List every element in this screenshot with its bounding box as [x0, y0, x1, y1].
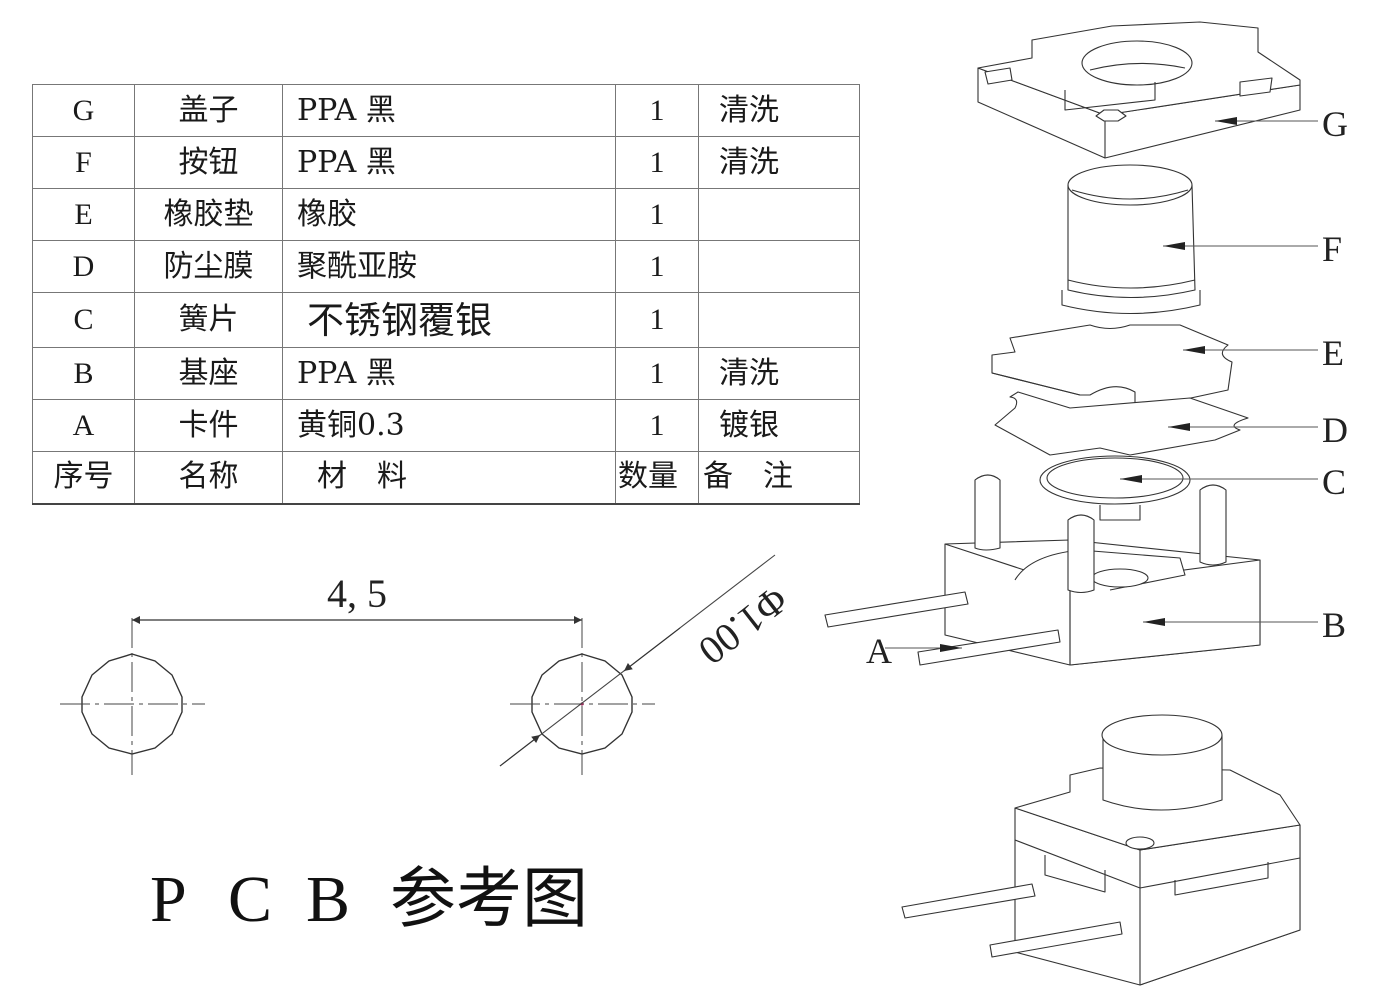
cell-qty: 1	[615, 399, 699, 452]
table-row: F 按钮 PPA 黑 1 清洗	[32, 136, 860, 189]
callout-label-g: G	[1322, 104, 1348, 144]
callout-label-f: F	[1322, 229, 1342, 269]
header-name: 名称	[134, 451, 283, 505]
callout-label-b: B	[1322, 605, 1346, 645]
table-row: C 簧片 不锈钢覆银 1	[32, 292, 860, 348]
cell-note	[698, 188, 860, 241]
cell-name: 卡件	[134, 399, 283, 452]
cell-qty: 1	[615, 240, 699, 293]
header-id: 序号	[32, 451, 135, 505]
callout-arrow-a	[940, 644, 962, 652]
cell-note: 清洗	[698, 84, 860, 137]
cell-qty: 1	[615, 84, 699, 137]
part-e-rubber-pad	[991, 324, 1233, 411]
spacing-dimension: 4, 5	[132, 571, 582, 624]
header-qty: 数量	[615, 451, 699, 505]
assembled-switch	[901, 714, 1301, 986]
callout-label-e: E	[1322, 333, 1344, 373]
cell-material: 不锈钢覆银	[282, 292, 616, 348]
header-material: 材 料	[282, 451, 616, 505]
table-row: A 卡件 黄铜0.3 1 镀银	[32, 399, 860, 452]
cell-note: 镀银	[698, 399, 860, 452]
callout-group: G F EDC B A	[866, 104, 1348, 671]
bom-table: G 盖子 PPA 黑 1 清洗 F 按钮 PPA 黑 1 清洗 E 橡胶垫 橡胶…	[32, 84, 860, 505]
part-g-cover	[977, 21, 1301, 159]
cell-name: 簧片	[134, 292, 283, 348]
table-row: E 橡胶垫 橡胶 1	[32, 188, 860, 241]
cell-material: PPA 黑	[282, 136, 616, 189]
cell-note: 清洗	[698, 136, 860, 189]
pcb-title-letter: P	[150, 863, 187, 936]
callout-arrow-g	[1215, 117, 1237, 125]
pcb-title-cn: 参考图	[390, 860, 588, 937]
cell-name: 基座	[134, 347, 283, 400]
callout-arrow-e	[1183, 346, 1205, 354]
callout-label-d: D	[1322, 410, 1348, 450]
cell-qty: 1	[615, 136, 699, 189]
callout-label-c: C	[1322, 462, 1346, 502]
cell-name: 防尘膜	[134, 240, 283, 293]
cell-id: G	[32, 84, 135, 137]
cell-qty: 1	[615, 188, 699, 241]
cell-id: D	[32, 240, 135, 293]
part-b-base	[944, 474, 1261, 666]
cell-id: E	[32, 188, 135, 241]
cell-material: 黄铜0.3	[282, 399, 616, 452]
cell-qty: 1	[615, 347, 699, 400]
table-row: D 防尘膜 聚酰亚胺 1	[32, 240, 860, 293]
part-f-button	[1061, 164, 1201, 315]
cell-note	[698, 292, 860, 348]
part-c-dome	[1039, 455, 1191, 521]
callout-arrow-b	[1143, 618, 1165, 626]
header-note: 备 注	[698, 451, 860, 505]
spacing-dimension-label: 4, 5	[327, 571, 387, 616]
table-row: G 盖子 PPA 黑 1 清洗	[32, 84, 860, 137]
part-a-terminals	[824, 591, 1061, 666]
pcb-title-letter: C	[228, 863, 273, 936]
pcb-title-letter: B	[306, 863, 351, 936]
callout-arrow-c	[1120, 475, 1142, 483]
table-header-row: 序号 名称 材 料 数量 备 注	[32, 451, 860, 505]
pcb-hole-left	[60, 618, 205, 775]
callout-arrow-f	[1163, 242, 1185, 250]
cell-id: F	[32, 136, 135, 189]
pcb-reference-drawing: 4, 5 Φ1.00	[60, 554, 796, 775]
cell-id: C	[32, 292, 135, 348]
cell-name: 盖子	[134, 84, 283, 137]
cell-material: 聚酰亚胺	[282, 240, 616, 293]
table-row: B 基座 PPA 黑 1 清洗	[32, 347, 860, 400]
cell-material: 橡胶	[282, 188, 616, 241]
part-d-dust-film	[994, 391, 1249, 456]
callout-label-a: A	[866, 631, 892, 671]
cell-note: 清洗	[698, 347, 860, 400]
callout-arrow-d	[1168, 423, 1190, 431]
